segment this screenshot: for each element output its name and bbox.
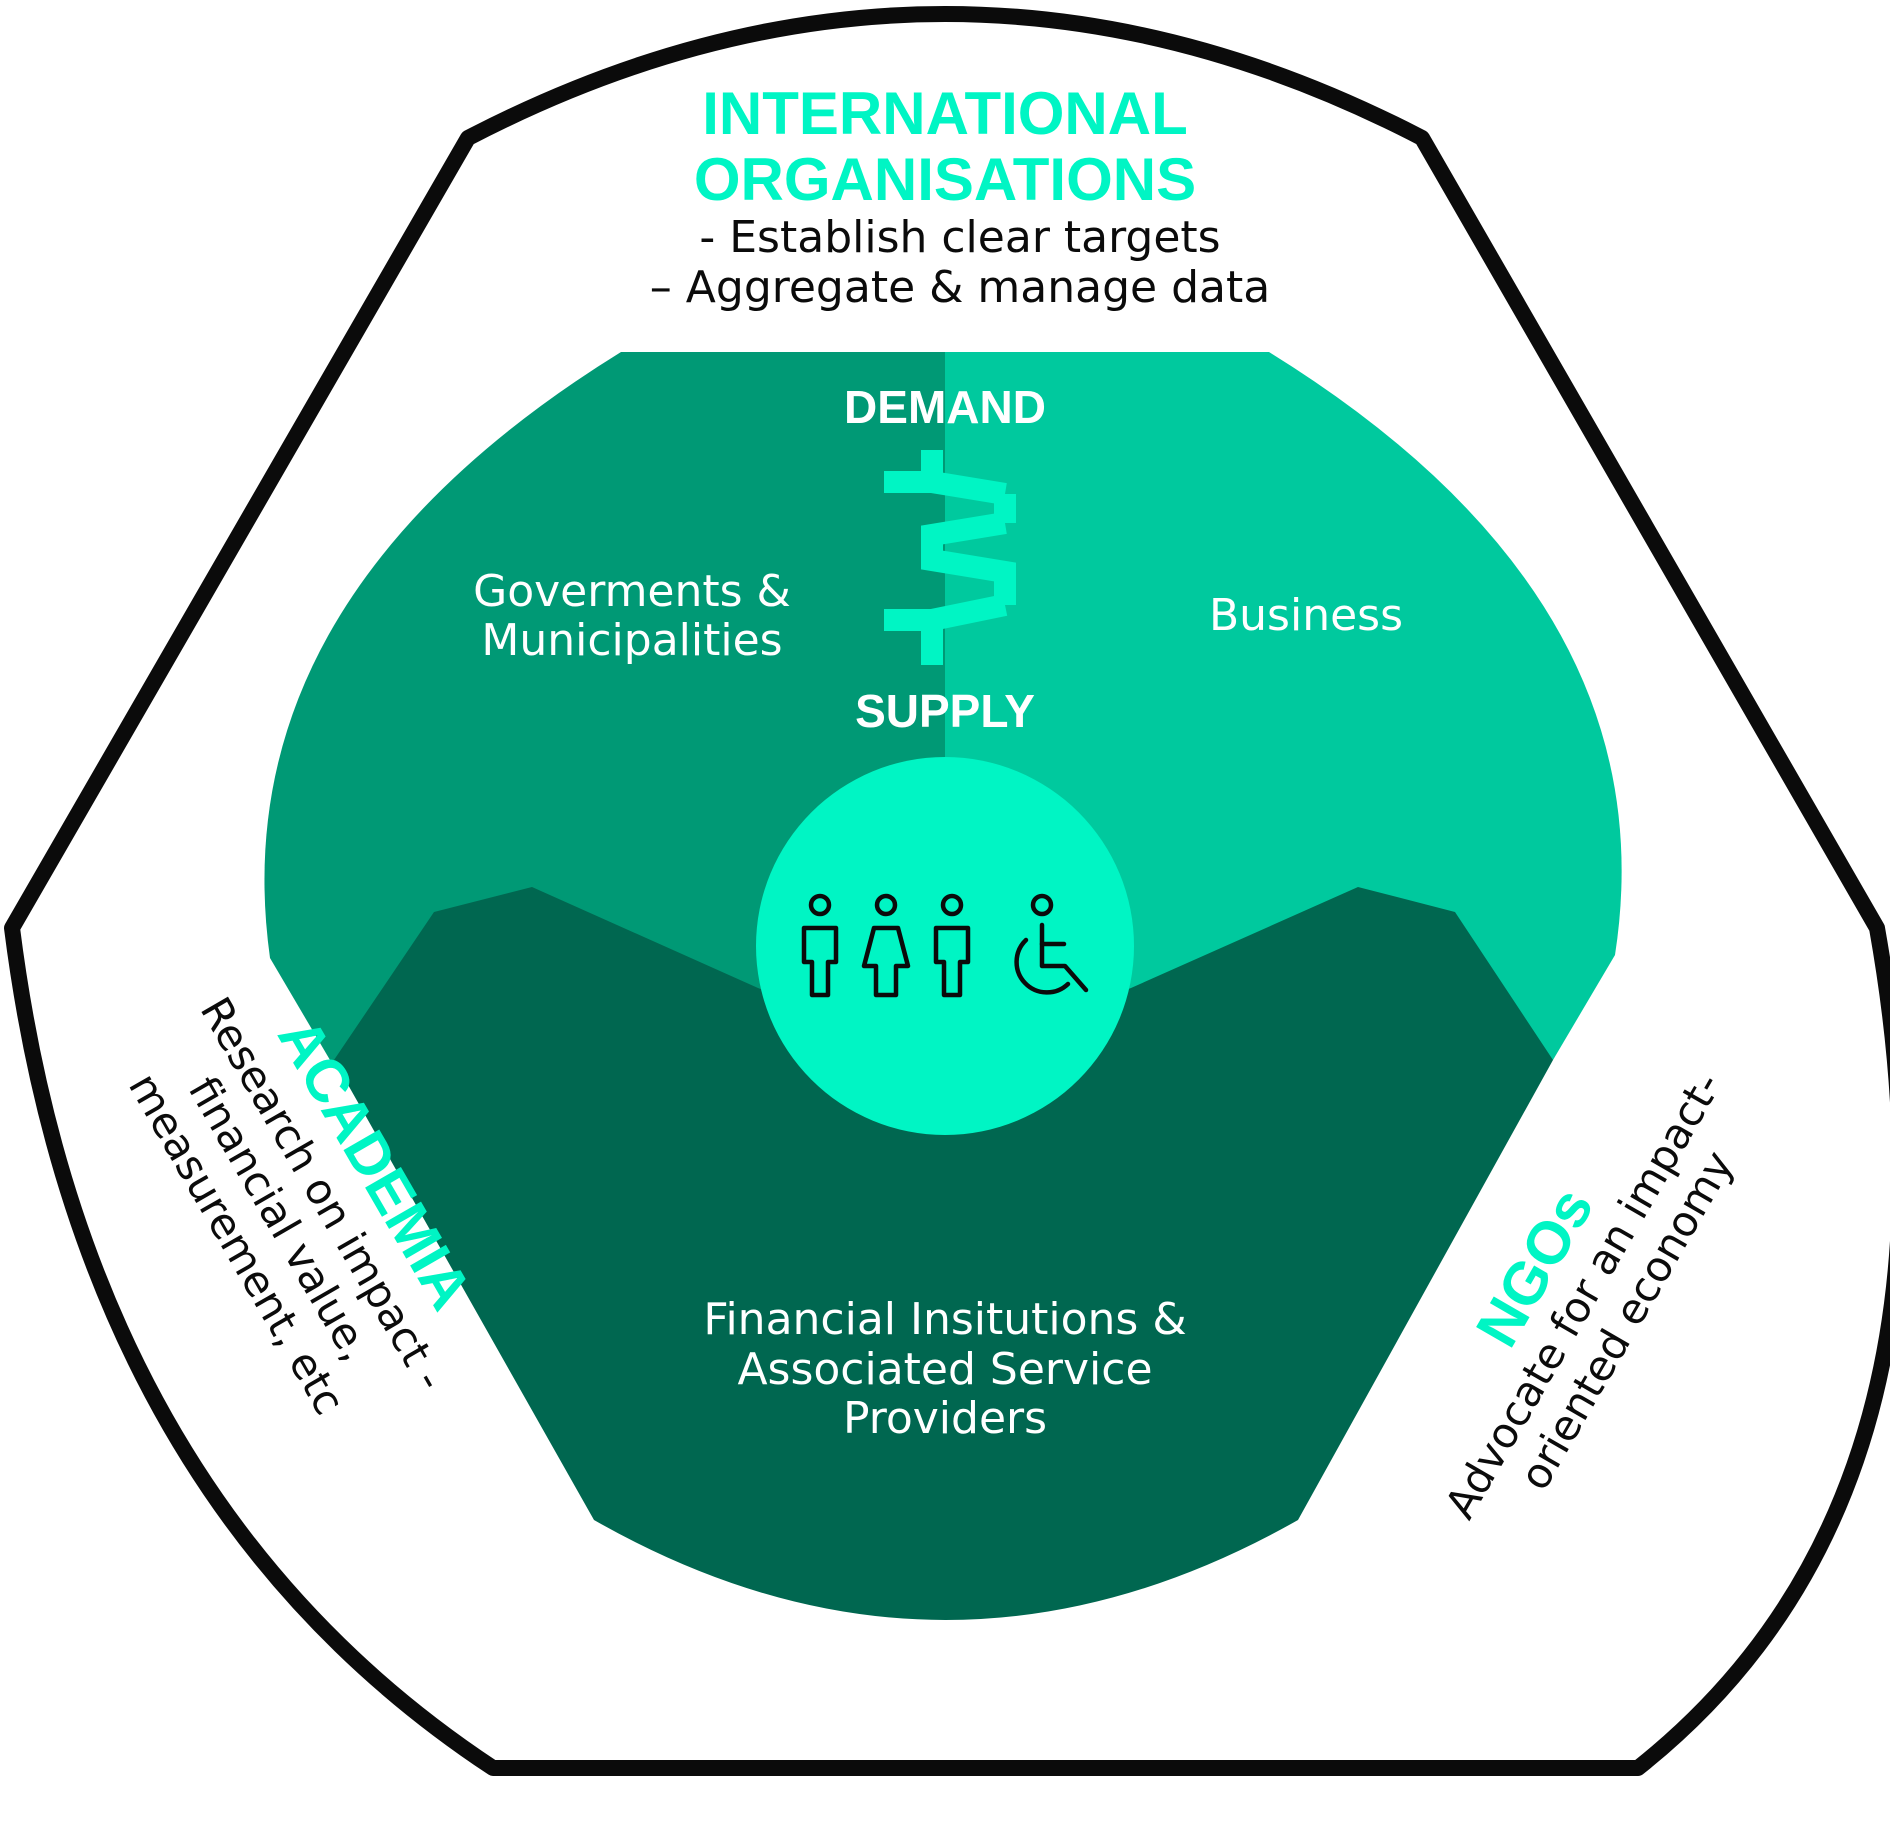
financial-sector [334, 887, 1553, 1620]
financial-label-line2: Associated Service [737, 1344, 1152, 1395]
person-icon [801, 893, 839, 998]
wheelchair-icon [1014, 893, 1089, 995]
international-title-line2: ORGANISATIONS [694, 146, 1196, 213]
person-icon [933, 893, 971, 998]
supply-label: SUPPLY [855, 685, 1035, 737]
people-circle [756, 757, 1134, 1135]
financial-label-line1: Financial Insitutions & [703, 1294, 1186, 1345]
demand-supply-zigzag [884, 450, 1016, 665]
international-title-line1: INTERNATIONAL [702, 80, 1188, 147]
government-label-line1: Goverments & [473, 566, 791, 617]
demand-label: DEMAND [844, 381, 1046, 433]
financial-label-line3: Providers [843, 1393, 1047, 1444]
woman-icon [861, 893, 911, 998]
international-item-2: – Aggregate & manage data [650, 262, 1270, 313]
business-label: Business [1209, 590, 1403, 641]
government-label-line2: Municipalities [481, 615, 782, 666]
international-item-1: - Establish clear targets [699, 212, 1220, 263]
